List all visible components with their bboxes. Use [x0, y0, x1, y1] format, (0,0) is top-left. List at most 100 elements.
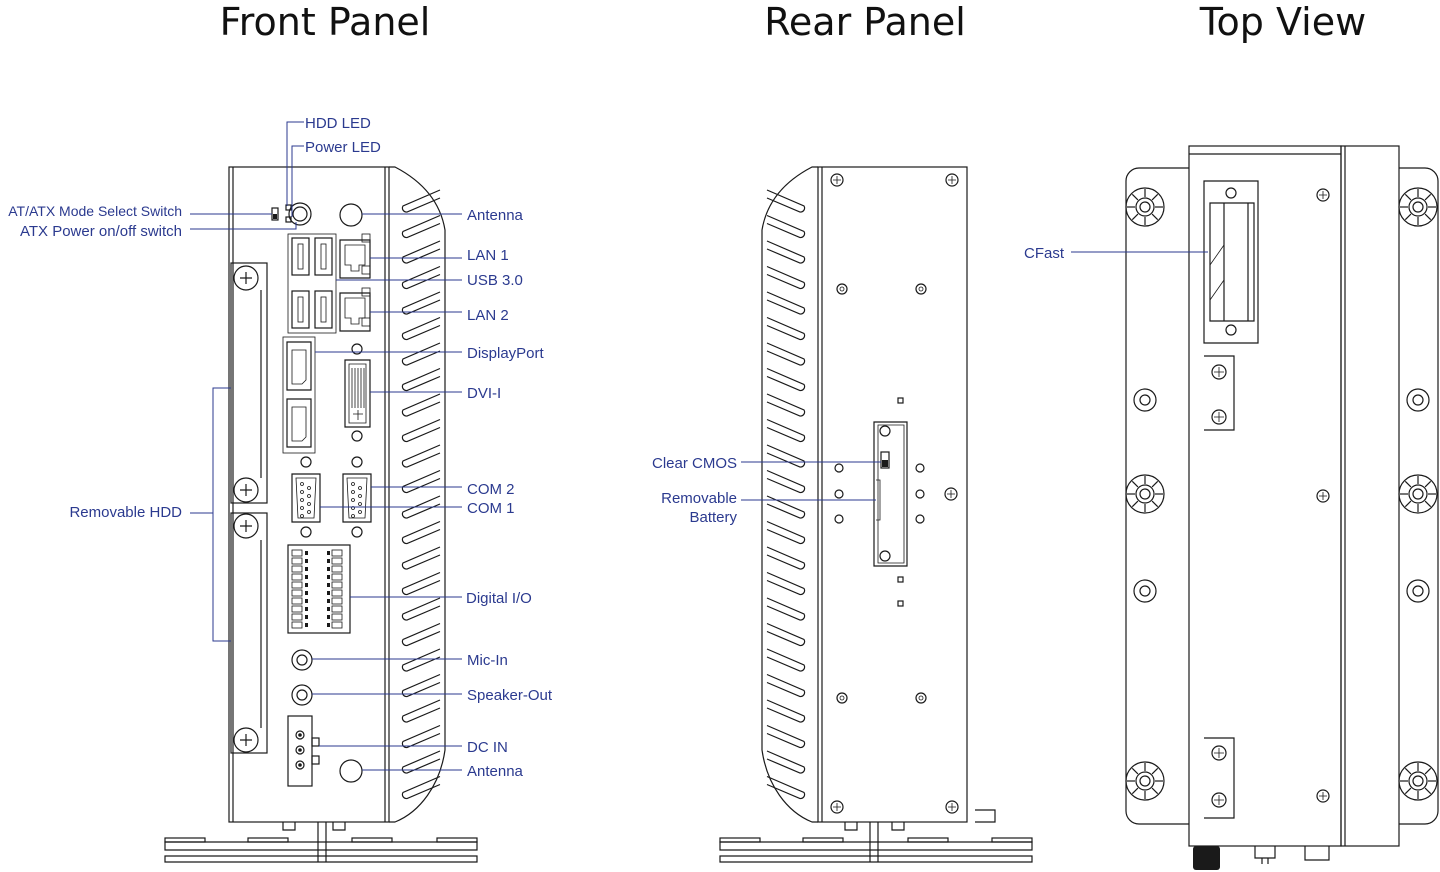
rear-mounting-bracket: [719, 809, 1033, 863]
antenna-bottom-icon: [339, 759, 363, 783]
hdd-bay-upper: [230, 262, 268, 504]
heatsink-fin: [766, 189, 806, 213]
heatsink-fin: [766, 699, 806, 723]
heatsink-fin: [766, 444, 806, 468]
heatsink-fin: [766, 291, 806, 315]
heatsink-fin: [766, 571, 806, 596]
removable-battery-label-line1: Removable: [661, 490, 737, 507]
heatsink-fin: [401, 418, 441, 443]
hdd-screw-icons: [233, 265, 259, 753]
clear-cmos-label: Clear CMOS: [652, 455, 737, 472]
heatsink-fin: [766, 597, 806, 621]
usb-port-icons: [291, 237, 333, 329]
heatsink-fin: [401, 622, 441, 647]
rear-heatsink-outline: [761, 166, 818, 823]
digital-io-label: Digital I/O: [466, 590, 532, 607]
speaker-out-jack-icon: [291, 684, 313, 706]
heatsink-fin: [766, 673, 806, 698]
heatsink-fin: [401, 240, 441, 264]
rear-battery-cover: [834, 397, 925, 607]
heatsink-fin: [766, 495, 806, 519]
heatsink-fin: [766, 775, 806, 800]
heatsink-fin: [766, 240, 806, 264]
heatsink-fin: [766, 469, 806, 494]
mount-gear-icon: [1398, 187, 1438, 227]
heatsink-fin: [766, 367, 806, 392]
front-chassis: [228, 166, 390, 823]
heatsink-fin: [401, 316, 441, 341]
mount-gear-icon: [1398, 761, 1438, 801]
heatsink-fin: [401, 342, 441, 366]
heatsink-fin: [401, 750, 441, 774]
hdd-bay-lower: [230, 512, 268, 754]
cfast-label: CFast: [1024, 245, 1065, 262]
heatsink-fin: [401, 189, 441, 213]
heatsink-fin: [401, 724, 441, 749]
top-bottom-connectors: [1193, 846, 1330, 870]
rear-callouts: Clear CMOS Removable Battery: [652, 455, 881, 526]
front-panel-heading: Front Panel: [220, 0, 431, 44]
digital-io-terminal-icon: [287, 544, 351, 634]
front-mounting-bracket: [164, 822, 478, 863]
clear-cmos-jumper-icon: [880, 451, 890, 469]
top-small-plates: [1204, 355, 1235, 819]
rear-panel-heading: Rear Panel: [764, 0, 966, 44]
front-heatsink-fins: [401, 189, 441, 800]
heatsink-fin: [766, 724, 806, 749]
heatsink-fin: [401, 444, 441, 468]
hdd-led-label: HDD LED: [305, 115, 371, 132]
heatsink-fin: [401, 520, 441, 545]
dvi-port-icon: [344, 343, 371, 442]
top-mount-circle-icons: [1133, 388, 1430, 603]
heatsink-fin: [401, 469, 441, 494]
heatsink-fin: [766, 418, 806, 443]
front-callouts: HDD LED Power LED AT/ATX Mode Select Swi…: [8, 115, 553, 780]
rear-panel-drawing: [719, 166, 1033, 863]
mount-gear-icon: [1125, 187, 1165, 227]
mount-gear-icon: [1125, 761, 1165, 801]
com1-label: COM 1: [467, 500, 515, 517]
atx-power-label: ATX Power on/off switch: [20, 223, 182, 240]
usb30-label: USB 3.0: [467, 272, 523, 289]
top-view-heading: Top View: [1199, 0, 1366, 44]
com-port-icons: [291, 456, 372, 538]
dc-in-label: DC IN: [467, 739, 508, 756]
heatsink-fin: [401, 214, 441, 239]
power-led-label: Power LED: [305, 139, 381, 156]
heatsink-fin: [766, 546, 806, 570]
digital-io-pins: [291, 549, 343, 629]
rear-screw-icons: [830, 173, 959, 814]
antenna-bottom-label: Antenna: [467, 763, 524, 780]
mic-in-jack-icon: [291, 649, 313, 671]
heatsink-fin: [766, 393, 806, 417]
rear-heatsink-fins: [766, 189, 806, 800]
com2-label: COM 2: [467, 481, 515, 498]
heatsink-fin: [766, 648, 806, 672]
heatsink-fin: [401, 265, 441, 290]
mount-gear-icon: [1125, 474, 1165, 514]
heatsink-fin: [401, 597, 441, 621]
heatsink-fin: [766, 750, 806, 774]
heatsink-fin: [401, 673, 441, 698]
heatsink-fin: [766, 622, 806, 647]
heatsink-fin: [766, 265, 806, 290]
top-callouts: CFast: [1024, 245, 1208, 262]
at-atx-switch-label: AT/ATX Mode Select Switch: [8, 203, 182, 219]
lan1-label: LAN 1: [467, 247, 509, 264]
cfast-slot-icon: [1203, 180, 1259, 344]
removable-battery-label-line2: Battery: [689, 509, 737, 526]
mic-in-label: Mic-In: [467, 652, 508, 669]
lan-port-icons: [339, 233, 371, 332]
displayport-icons: [286, 341, 312, 448]
heatsink-fin: [766, 342, 806, 366]
heatsink-fin: [401, 367, 441, 392]
antenna-top-icon: [339, 203, 363, 227]
heatsink-fin: [401, 775, 441, 800]
mount-gear-icon: [1398, 474, 1438, 514]
heatsink-fin: [766, 520, 806, 545]
heatsink-fin: [401, 495, 441, 519]
speaker-out-label: Speaker-Out: [467, 687, 553, 704]
front-panel-drawing: [164, 166, 478, 863]
heatsink-fin: [401, 648, 441, 672]
